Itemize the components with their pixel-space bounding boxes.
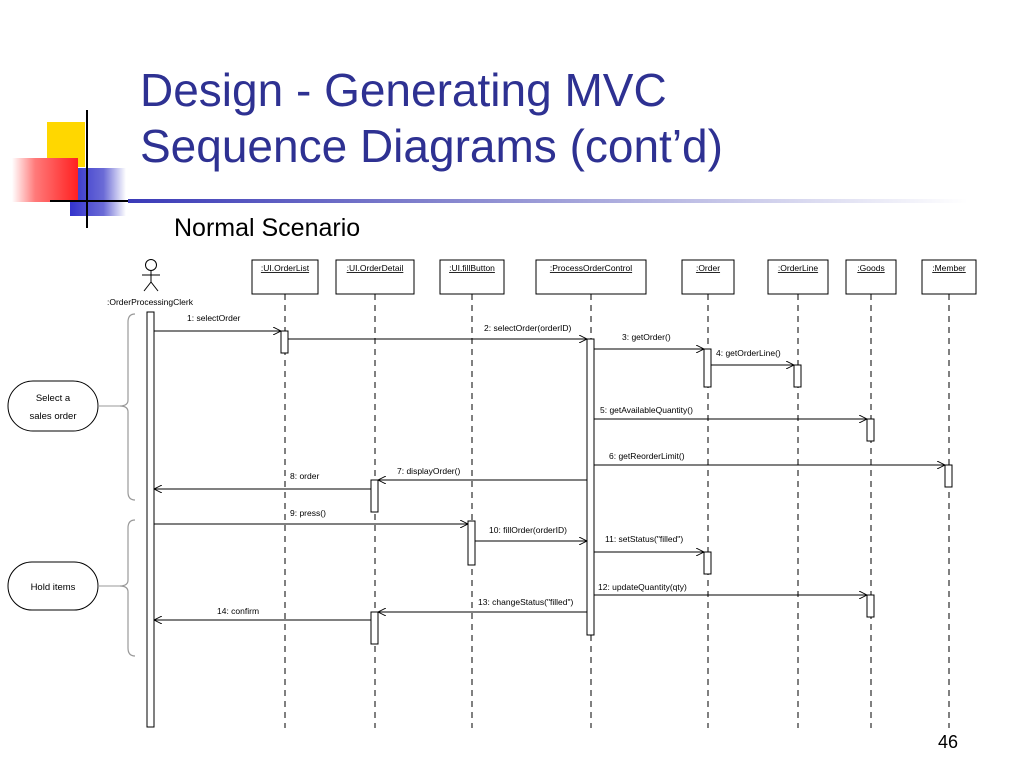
object-box-orderdetail: :UI.OrderDetail — [335, 259, 415, 295]
message-label-1: 1: selectOrder — [187, 313, 241, 323]
object-box-processordercontrol: :ProcessOrderControl — [535, 259, 647, 295]
object-box-orderline: :OrderLine — [767, 259, 829, 295]
activation-actor — [146, 311, 155, 728]
activation-orderlist — [280, 330, 289, 354]
object-label-orderdetail: :UI.OrderDetail — [347, 263, 404, 273]
activation-bars — [146, 311, 953, 728]
object-label-fillbutton: :UI.fillButton — [449, 263, 495, 273]
object-label-processordercontrol: :ProcessOrderControl — [550, 263, 632, 273]
messages — [154, 331, 945, 620]
title-decoration — [0, 100, 140, 230]
decoration-horizontal-line — [50, 200, 132, 202]
activation-orderline — [793, 364, 802, 388]
object-box-orderlist: :UI.OrderList — [251, 259, 319, 295]
page-title: Design - Generating MVC Sequence Diagram… — [140, 62, 1000, 174]
message-label-6: 6: getReorderLimit() — [609, 451, 685, 461]
actor-figure — [142, 259, 160, 292]
object-box-fillbutton: :UI.fillButton — [439, 259, 505, 295]
message-label-13: 13: changeStatus("filled") — [478, 597, 574, 607]
message-label-5: 5: getAvailableQuantity() — [600, 405, 693, 415]
message-label-8: 8: order — [290, 471, 319, 481]
note-hold-items: Hold items — [7, 561, 99, 611]
message-label-3: 3: getOrder() — [622, 332, 671, 342]
note-line-1: Select a — [36, 393, 71, 404]
object-label-member: :Member — [932, 263, 966, 273]
message-label-2: 2: selectOrder(orderID) — [484, 323, 572, 333]
object-label-order: :Order — [696, 263, 720, 273]
object-box-goods: :Goods — [845, 259, 897, 295]
title-underline — [128, 199, 968, 203]
note-line-2: sales order — [30, 411, 77, 422]
activation-member — [944, 464, 953, 488]
message-label-7: 7: displayOrder() — [397, 466, 460, 476]
activation-order-2 — [703, 551, 712, 575]
activation-orderdetail-2 — [370, 611, 379, 645]
object-box-member: :Member — [921, 259, 977, 295]
object-label-orderlist: :UI.OrderList — [261, 263, 310, 273]
message-label-9: 9: press() — [290, 508, 326, 518]
object-label-orderline: :OrderLine — [778, 263, 818, 273]
slide-number: 46 — [938, 732, 959, 752]
brace-select-sales-order — [119, 313, 136, 501]
message-label-10: 10: fillOrder(orderID) — [489, 525, 567, 535]
object-label-goods: :Goods — [857, 263, 884, 273]
activation-goods-2 — [866, 594, 875, 618]
page-title-line-2: Sequence Diagrams (cont’d) — [140, 120, 723, 172]
message-label-11: 11: setStatus("filled") — [605, 534, 683, 544]
activation-goods-1 — [866, 418, 875, 442]
message-label-14: 14: confirm — [217, 606, 259, 616]
activation-orderdetail-1 — [370, 479, 379, 513]
note-select-sales-order: Select a sales order — [7, 380, 99, 432]
message-label-12: 12: updateQuantity(qty) — [598, 582, 687, 592]
page-title-line-1: Design - Generating MVC — [140, 64, 667, 116]
actor-label: :OrderProcessingClerk — [107, 297, 194, 307]
note-hold-items-label: Hold items — [31, 582, 76, 593]
activation-order-1 — [703, 348, 712, 388]
activation-processordercontrol — [586, 338, 595, 636]
brace-hold-items — [119, 519, 136, 657]
decoration-blue-square — [70, 168, 126, 216]
activation-fillbutton — [467, 520, 476, 566]
lifelines — [284, 294, 950, 728]
object-box-order: :Order — [681, 259, 735, 295]
decoration-red-square — [12, 158, 78, 202]
subtitle: Normal Scenario — [174, 214, 361, 242]
decoration-vertical-line — [86, 110, 88, 228]
message-label-4: 4: getOrderLine() — [716, 348, 781, 358]
